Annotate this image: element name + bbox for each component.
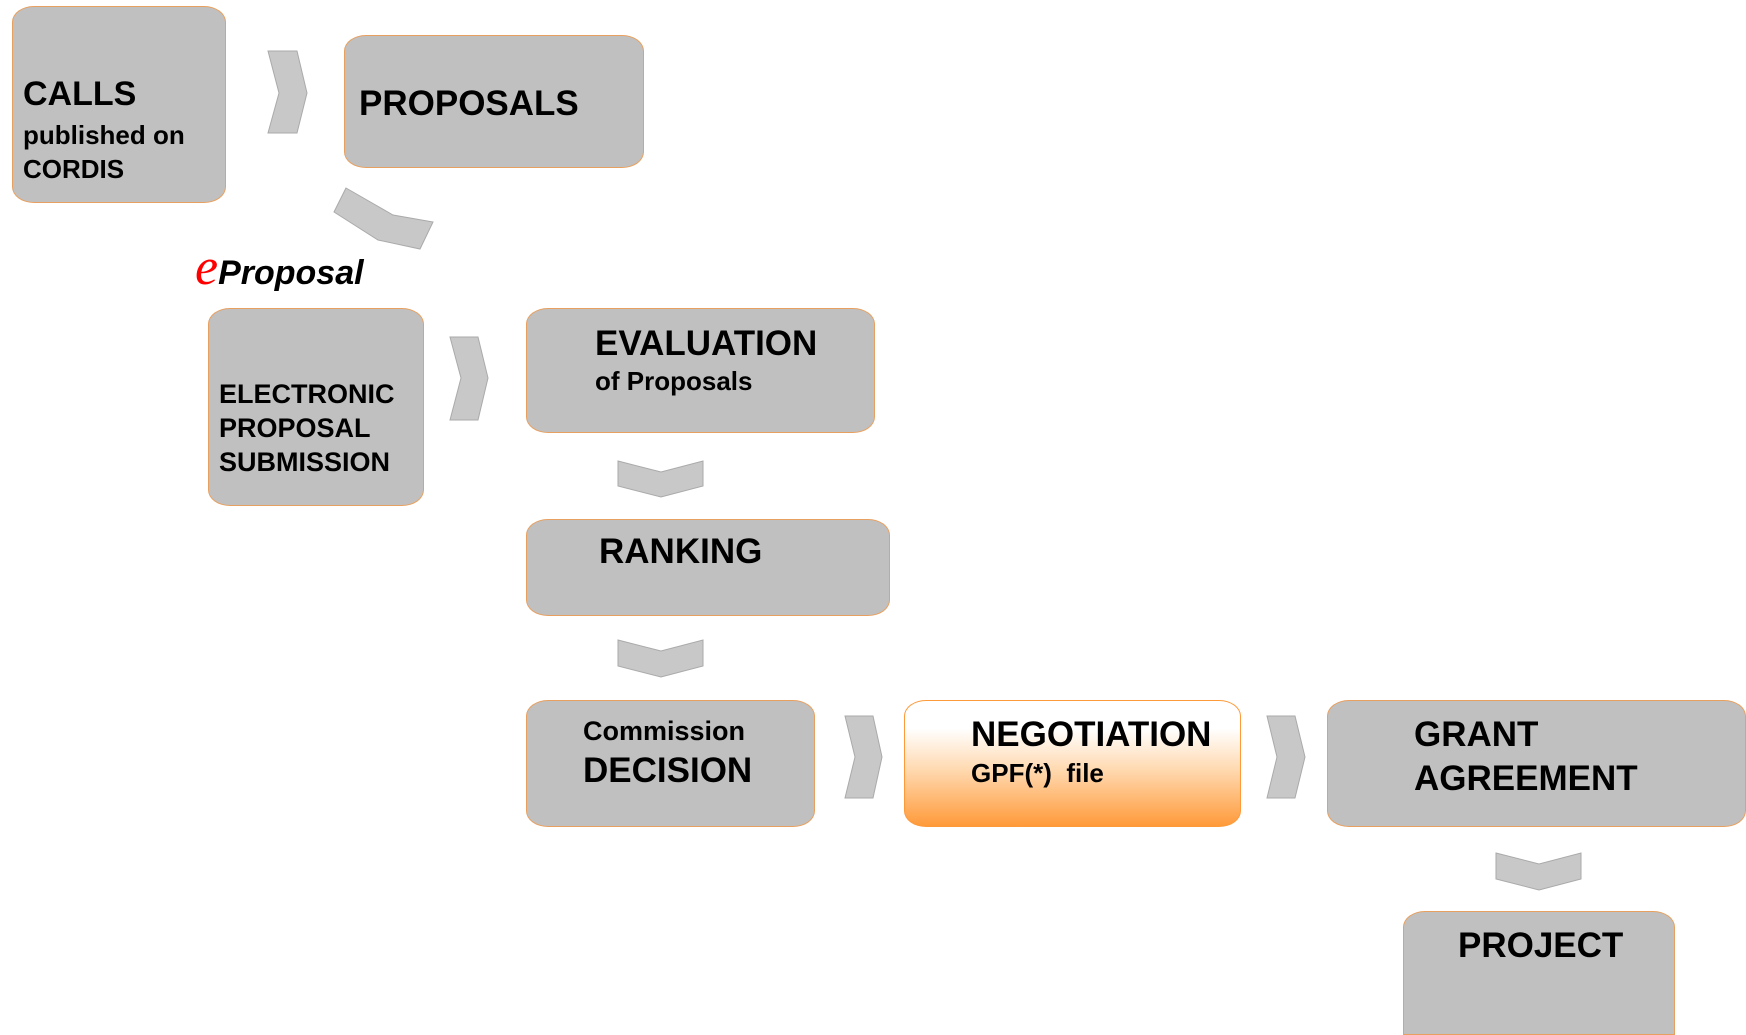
node-grant-agreement: GRANT AGREEMENT: [1327, 700, 1746, 827]
grant-line-1: GRANT: [1414, 715, 1539, 754]
grant-line-2: AGREEMENT: [1414, 759, 1638, 798]
arrow-proposals-to-eproposal: [333, 187, 434, 250]
arrow-grant-to-project: [1495, 852, 1582, 891]
eproposal-e-logo: e: [195, 239, 219, 296]
node-evaluation: EVALUATION of Proposals: [526, 308, 875, 433]
calls-subtitle-2: CORDIS: [23, 154, 125, 184]
decision-title: DECISION: [583, 751, 753, 790]
node-proposals: PROPOSALS: [344, 35, 644, 168]
evaluation-subtitle: of Proposals: [595, 366, 753, 396]
negotiation-title: NEGOTIATION: [971, 715, 1212, 754]
arrow-submission-to-evaluation: [449, 336, 489, 421]
calls-title: CALLS: [23, 75, 137, 113]
eproposal-label: eProposal: [195, 238, 364, 297]
arrow-decision-to-negotiation: [844, 715, 883, 799]
submission-line-2: PROPOSAL: [219, 413, 371, 443]
node-negotiation: NEGOTIATION GPF(*) file: [904, 700, 1241, 827]
arrow-calls-to-proposals: [267, 50, 308, 134]
arrow-negotiation-to-grant: [1266, 715, 1306, 799]
arrow-ranking-to-decision: [617, 639, 704, 678]
node-project: PROJECT: [1403, 911, 1675, 1035]
ranking-title: RANKING: [599, 532, 763, 571]
evaluation-title: EVALUATION: [595, 324, 818, 363]
negotiation-subtitle: GPF(*) file: [971, 758, 1104, 788]
node-ranking: RANKING: [526, 519, 890, 616]
decision-subtitle: Commission: [583, 716, 746, 746]
eproposal-text: Proposal: [218, 254, 364, 292]
proposals-title: PROPOSALS: [359, 84, 579, 123]
submission-line-1: ELECTRONIC: [219, 379, 395, 409]
submission-line-3: SUBMISSION: [219, 447, 391, 477]
node-decision: Commission DECISION: [526, 700, 815, 827]
node-submission: ELECTRONIC PROPOSAL SUBMISSION: [208, 308, 424, 506]
calls-subtitle-1: published on: [23, 120, 185, 150]
node-calls: CALLS published on CORDIS: [12, 6, 226, 203]
arrow-evaluation-to-ranking: [617, 460, 704, 498]
project-title: PROJECT: [1458, 926, 1624, 965]
